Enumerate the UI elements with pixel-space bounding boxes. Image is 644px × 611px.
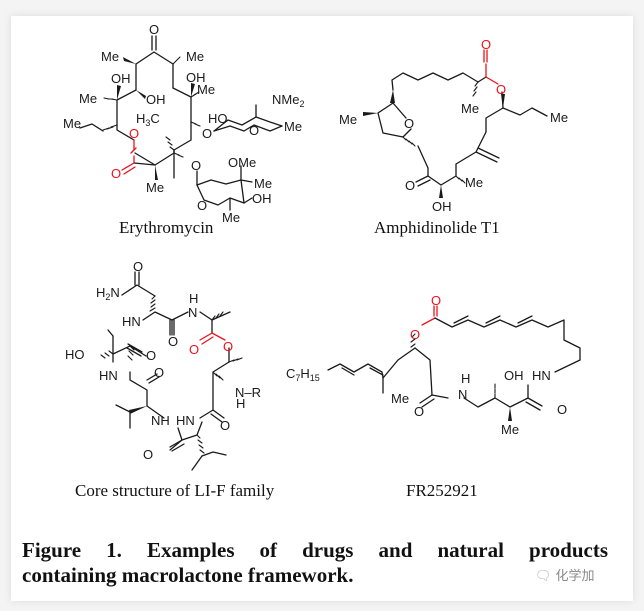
- atom-label: OH: [252, 191, 272, 206]
- atom-label: OMe: [228, 155, 256, 170]
- atom-label: NH: [151, 413, 170, 428]
- atom-label: H3C: [136, 111, 160, 128]
- atom-label: OH: [146, 92, 166, 107]
- atom-label: O: [197, 198, 207, 213]
- atom-label: O: [249, 123, 259, 138]
- atom-label: O: [146, 348, 156, 363]
- atom-label: HN: [532, 368, 551, 383]
- atom-label: H: [236, 396, 245, 411]
- atom-label: OH: [186, 70, 206, 85]
- atom-label: O: [111, 166, 121, 181]
- atom-label: HN: [176, 413, 195, 428]
- watermark: 🗨化学加: [535, 565, 595, 584]
- atom-label: O: [191, 158, 201, 173]
- atom-label: O: [410, 327, 420, 342]
- compound-name-fr252921: FR252921: [406, 481, 478, 500]
- atom-label: Me: [63, 116, 81, 131]
- atom-label: O: [405, 178, 415, 193]
- atom-label: O: [129, 126, 139, 141]
- atom-label: Me: [79, 91, 97, 106]
- atom-label: C7H15: [286, 366, 320, 383]
- atom-label: N–R: [235, 385, 261, 400]
- compound-name-erythromycin: Erythromycin: [119, 218, 214, 237]
- atom-label: OH: [504, 368, 524, 383]
- atom-label: HO: [208, 111, 228, 126]
- wechat-icon: 🗨: [535, 569, 552, 584]
- atom-label: O: [481, 37, 491, 52]
- atom-label: O: [133, 259, 143, 274]
- atom-label: O: [220, 418, 230, 433]
- atom-label: Me: [222, 210, 240, 225]
- atom-label: O: [189, 342, 199, 357]
- atom-label: Me: [501, 422, 519, 437]
- atom-label: O: [431, 293, 441, 308]
- atom-label: O: [557, 402, 567, 417]
- atom-label: O: [149, 22, 159, 37]
- atom-label: O: [202, 126, 212, 141]
- atom-label: O: [223, 339, 233, 354]
- atom-label: Me: [461, 101, 479, 116]
- atom-label: NMe2: [272, 92, 304, 109]
- atom-label: HO: [65, 347, 85, 362]
- atom-label: HN: [99, 368, 118, 383]
- atom-label: Me: [339, 112, 357, 127]
- atom-label: O: [404, 116, 414, 131]
- figure-card: [11, 16, 633, 601]
- atom-label: Me: [197, 82, 215, 97]
- atom-label: N: [458, 387, 467, 402]
- atom-label: Me: [101, 49, 119, 64]
- atom-label: H2N: [96, 285, 120, 302]
- atom-label: O: [143, 447, 153, 462]
- atom-label: HN: [122, 314, 141, 329]
- compound-name-li-f-core: Core structure of LI-F family: [75, 481, 275, 500]
- atom-label: H: [461, 371, 470, 386]
- atom-label: Me: [146, 180, 164, 195]
- watermark-text: 化学加: [555, 569, 595, 584]
- caption-line-2: containing macrolactone framework.: [22, 563, 354, 587]
- atom-label: Me: [391, 391, 409, 406]
- atom-label: O: [168, 334, 178, 349]
- atom-label: Me: [186, 49, 204, 64]
- caption-line-1: Figure 1. Examples of drugs and natural …: [22, 538, 608, 562]
- atom-label: OH: [111, 71, 131, 86]
- atom-label: O: [154, 365, 164, 380]
- atom-label: H: [189, 291, 198, 306]
- atom-label: Me: [465, 175, 483, 190]
- compound-name-amphidinolide-t1: Amphidinolide T1: [374, 218, 500, 237]
- atom-label: Me: [284, 119, 302, 134]
- atom-label: Me: [550, 110, 568, 125]
- figure-caption: Figure 1. Examples of drugs and natural …: [22, 538, 608, 588]
- atom-label: OH: [432, 199, 452, 214]
- atom-label: O: [496, 82, 506, 97]
- atom-label: O: [414, 404, 424, 419]
- atom-label: N: [188, 305, 197, 320]
- atom-label: Me: [254, 176, 272, 191]
